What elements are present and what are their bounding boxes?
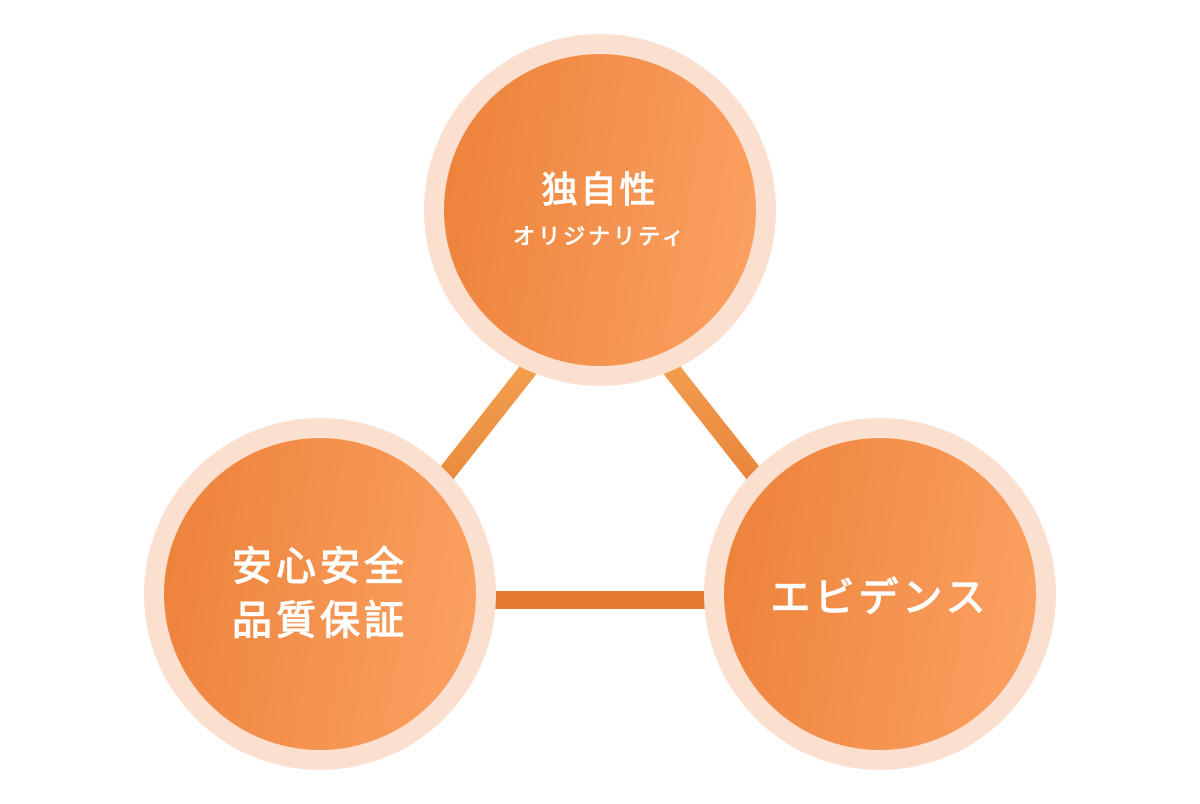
node-left: 安心安全 品質保証 (164, 438, 476, 750)
node-right-title: エビデンス (770, 575, 990, 621)
node-right: エビデンス (724, 438, 1036, 750)
node-left-line2: 品質保証 (232, 598, 408, 644)
link-top-left (424, 349, 548, 498)
node-top-title: 独自性 (541, 170, 659, 212)
node-top: 独自性 オリジナリティ (444, 54, 756, 366)
link-top-right (652, 349, 776, 498)
node-left-line1: 安心安全 (232, 544, 408, 590)
node-top-subtitle: オリジナリティ (513, 224, 687, 250)
